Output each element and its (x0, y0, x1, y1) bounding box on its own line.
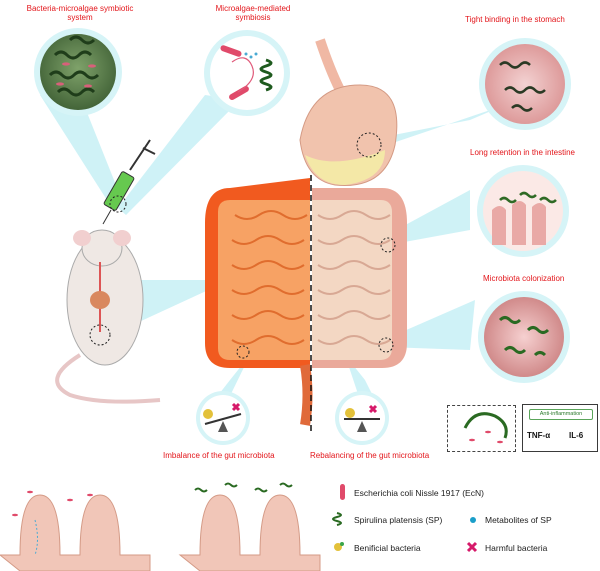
tnf-alpha-label: TNF-α (527, 431, 551, 440)
label-microalgae-mediated: Microalgae-mediated symbiosis (215, 4, 291, 22)
legend-sp-label: Spirulina platensis (SP) (354, 515, 443, 525)
symbiotic-system-circle (34, 28, 122, 116)
label-imbalance: Imbalance of the gut microbiota (163, 451, 275, 460)
colonization-circle (478, 291, 570, 383)
label-bacteria-microalgae: Bacteria-microalgae symbiotic system (26, 4, 134, 22)
label-microbiota-colonization: Microbiota colonization (483, 274, 565, 283)
legend-sp-icon (332, 512, 342, 526)
syringe-illustration (102, 139, 156, 225)
aggregate-box (447, 405, 516, 452)
stomach-illustration (299, 38, 398, 186)
label-tight-binding: Tight binding in the stomach (465, 15, 565, 24)
legend-ecn-label: Escherichia coli Nissle 1917 (EcN) (354, 488, 484, 498)
legend-ecn-icon (340, 484, 345, 500)
label-long-retention: Long retention in the intestine (470, 148, 575, 157)
villi-rebalanced (178, 482, 321, 571)
rebalancing-circle (335, 391, 389, 445)
microalgae-mediated-circle (204, 30, 290, 116)
imbalance-circle (196, 391, 250, 445)
anti-inflammation-title: Anti-inflammation (529, 409, 593, 420)
legend-beneficial-icon (334, 542, 344, 551)
legend-metabolites-icon (470, 517, 476, 523)
villi-imbalance (0, 490, 151, 571)
legend-metabolites-label: Metabolites of SP (485, 515, 552, 525)
stomach-binding-circle (479, 38, 571, 130)
aggregate-illustration (463, 412, 508, 444)
legend-beneficial-label: Benificial bacteria (354, 543, 421, 553)
intestine-illustration (205, 175, 407, 435)
legend-harmful-label: Harmful bacteria (485, 543, 548, 553)
mouse-illustration (55, 229, 161, 404)
il6-label: IL-6 (569, 431, 584, 440)
anti-inflammation-box: Anti-inflammation TNF-α IL-6 (522, 404, 598, 452)
label-rebalancing: Rebalancing of the gut microbiota (310, 451, 430, 460)
intestine-retention-circle (477, 165, 569, 257)
legend-harmful-icon (466, 541, 478, 553)
